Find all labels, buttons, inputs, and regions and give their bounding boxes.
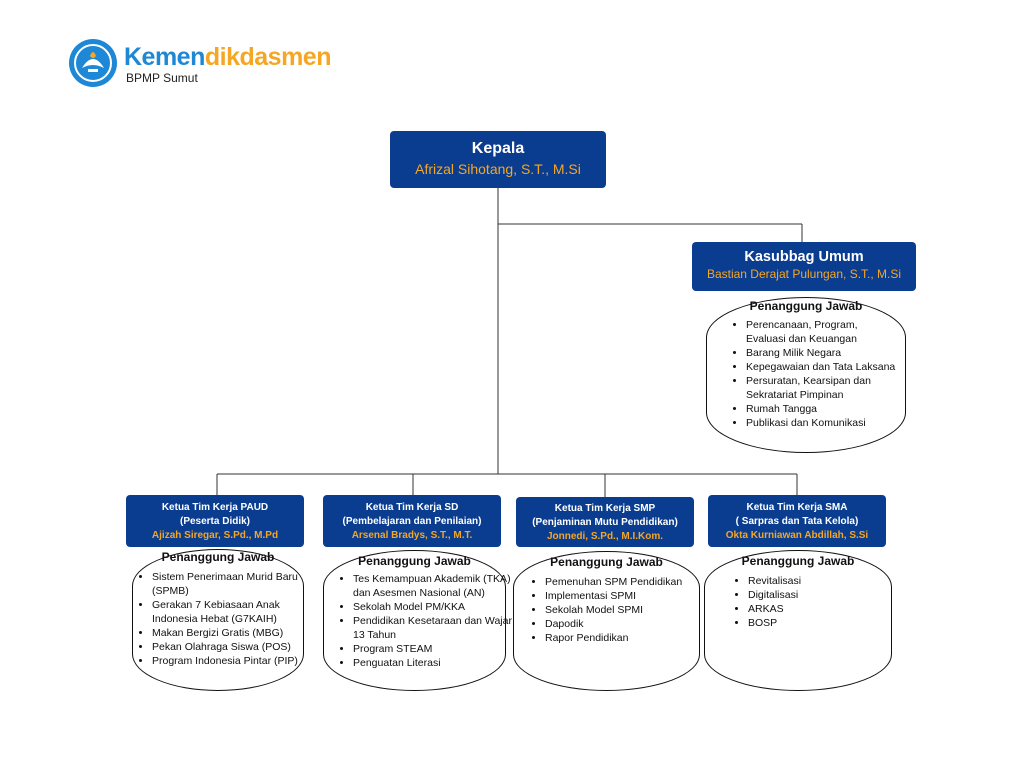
team-paud-title: Ketua Tim Kerja PAUD bbox=[161, 502, 269, 513]
list-item: Digitalisasi bbox=[748, 588, 888, 602]
list-item: Revitalisasi bbox=[748, 574, 888, 588]
list-item: Pemenuhan SPM Pendidikan bbox=[545, 575, 710, 589]
list-item: Rapor Pendidikan bbox=[545, 631, 710, 645]
list-item: Dapodik bbox=[545, 617, 710, 631]
list-item: Sekolah Model PM/KKA bbox=[353, 600, 513, 614]
list-item: Publikasi dan Komunikasi bbox=[746, 416, 896, 430]
list-item: BOSP bbox=[748, 616, 888, 630]
list-item: Sekolah Model SPMI bbox=[545, 603, 710, 617]
team-paud-subtitle: (Peserta Didik) bbox=[179, 516, 251, 527]
brand-name: Kemendikdasmen bbox=[124, 42, 331, 72]
team-smp-subtitle: (Penjaminan Mutu Pendidikan) bbox=[532, 517, 678, 528]
list-item: Perencanaan, Program, Evaluasi dan Keuan… bbox=[746, 318, 896, 346]
list-item: Gerakan 7 Kebiasaan Anak Indonesia Hebat… bbox=[152, 598, 302, 626]
team-sd-box: Ketua Tim Kerja SD (Pembelajaran dan Pen… bbox=[323, 495, 501, 547]
team-paud-responsibility-list: Sistem Penerimaan Murid Baru (SPMB) Gera… bbox=[136, 570, 302, 668]
team-smp-responsibility-heading: Penanggung Jawab bbox=[550, 555, 663, 569]
team-smp-responsibility-oval: Penanggung Jawab Pemenuhan SPM Pendidika… bbox=[513, 551, 700, 691]
team-sd-title: Ketua Tim Kerja SD bbox=[365, 502, 459, 513]
kasubbag-name: Bastian Derajat Pulungan, S.T., M.Si bbox=[706, 267, 902, 281]
kepala-name: Afrizal Sihotang, S.T., M.Si bbox=[415, 161, 581, 177]
team-paud-box: Ketua Tim Kerja PAUD (Peserta Didik) Aji… bbox=[126, 495, 304, 547]
kasubbag-title: Kasubbag Umum bbox=[744, 249, 864, 265]
list-item: Persuratan, Kearsipan dan Sekratariat Pi… bbox=[746, 374, 896, 402]
list-item: Implementasi SPMI bbox=[545, 589, 710, 603]
team-sma-box: Ketua Tim Kerja SMA ( Sarpras dan Tata K… bbox=[708, 495, 886, 547]
team-sma-responsibility-oval: Penanggung Jawab Revitalisasi Digitalisa… bbox=[704, 550, 892, 691]
team-sma-responsibility-heading: Penanggung Jawab bbox=[741, 554, 855, 568]
list-item: Penguatan Literasi bbox=[353, 656, 513, 670]
list-item: Pekan Olahraga Siswa (POS) bbox=[152, 640, 302, 654]
list-item: Kepegawaian dan Tata Laksana bbox=[746, 360, 896, 374]
kasubbag-responsibility-oval: Penanggung Jawab Perencanaan, Program, E… bbox=[706, 297, 906, 453]
brand-subtitle: BPMP Sumut bbox=[126, 71, 198, 85]
team-sd-responsibility-oval: Penanggung Jawab Tes Kemampuan Akademik … bbox=[323, 550, 512, 691]
list-item: Pendidikan Kesetaraan dan Wajar 13 Tahun bbox=[353, 614, 513, 642]
brand-name-part1: Kemen bbox=[124, 43, 205, 71]
kasubbag-responsibility-list: Perencanaan, Program, Evaluasi dan Keuan… bbox=[730, 318, 896, 430]
kasubbag-box: Kasubbag Umum Bastian Derajat Pulungan, … bbox=[692, 242, 916, 291]
kepala-title: Kepala bbox=[471, 140, 525, 157]
list-item: Sistem Penerimaan Murid Baru (SPMB) bbox=[152, 570, 302, 598]
team-smp-responsibility-list: Pemenuhan SPM Pendidikan Implementasi SP… bbox=[529, 575, 710, 645]
team-paud-name: Ajizah Siregar, S.Pd., M.Pd bbox=[151, 530, 279, 541]
team-smp-box: Ketua Tim Kerja SMP (Penjaminan Mutu Pen… bbox=[516, 497, 694, 547]
list-item: Makan Bergizi Gratis (MBG) bbox=[152, 626, 302, 640]
brand-name-part2: dikdasmen bbox=[204, 43, 332, 71]
team-sma-title: Ketua Tim Kerja SMA bbox=[746, 502, 848, 513]
team-sma-name: Okta Kurniawan Abdillah, S.Si bbox=[725, 530, 869, 541]
list-item: Program STEAM bbox=[353, 642, 513, 656]
tut-wuri-handayani-emblem-icon bbox=[69, 39, 117, 87]
team-smp-title: Ketua Tim Kerja SMP bbox=[554, 503, 656, 514]
team-sma-responsibility-list: Revitalisasi Digitalisasi ARKAS BOSP bbox=[732, 574, 888, 630]
list-item: Rumah Tangga bbox=[746, 402, 896, 416]
brand-logo: Kemendikdasmen BPMP Sumut bbox=[68, 38, 368, 88]
team-sd-subtitle: (Pembelajaran dan Penilaian) bbox=[342, 516, 482, 527]
list-item: Tes Kemampuan Akademik (TKA) dan Asesmen… bbox=[353, 572, 513, 600]
list-item: ARKAS bbox=[748, 602, 888, 616]
kepala-box: Kepala Afrizal Sihotang, S.T., M.Si bbox=[390, 131, 606, 188]
list-item: Program Indonesia Pintar (PIP) bbox=[152, 654, 302, 668]
team-sd-name: Arsenal Bradys, S.T., M.T. bbox=[351, 530, 473, 541]
team-sd-responsibility-heading: Penanggung Jawab bbox=[358, 554, 471, 568]
team-smp-name: Jonnedi, S.Pd., M.I.Kom. bbox=[546, 531, 664, 542]
kasubbag-responsibility-heading: Penanggung Jawab bbox=[749, 299, 863, 313]
team-sma-subtitle: ( Sarpras dan Tata Kelola) bbox=[735, 516, 859, 527]
team-sd-responsibility-list: Tes Kemampuan Akademik (TKA) dan Asesmen… bbox=[337, 572, 513, 670]
team-paud-responsibility-oval: Penanggung Jawab Sistem Penerimaan Murid… bbox=[132, 549, 304, 691]
team-paud-responsibility-heading: Penanggung Jawab bbox=[161, 550, 275, 564]
list-item: Barang Milik Negara bbox=[746, 346, 896, 360]
